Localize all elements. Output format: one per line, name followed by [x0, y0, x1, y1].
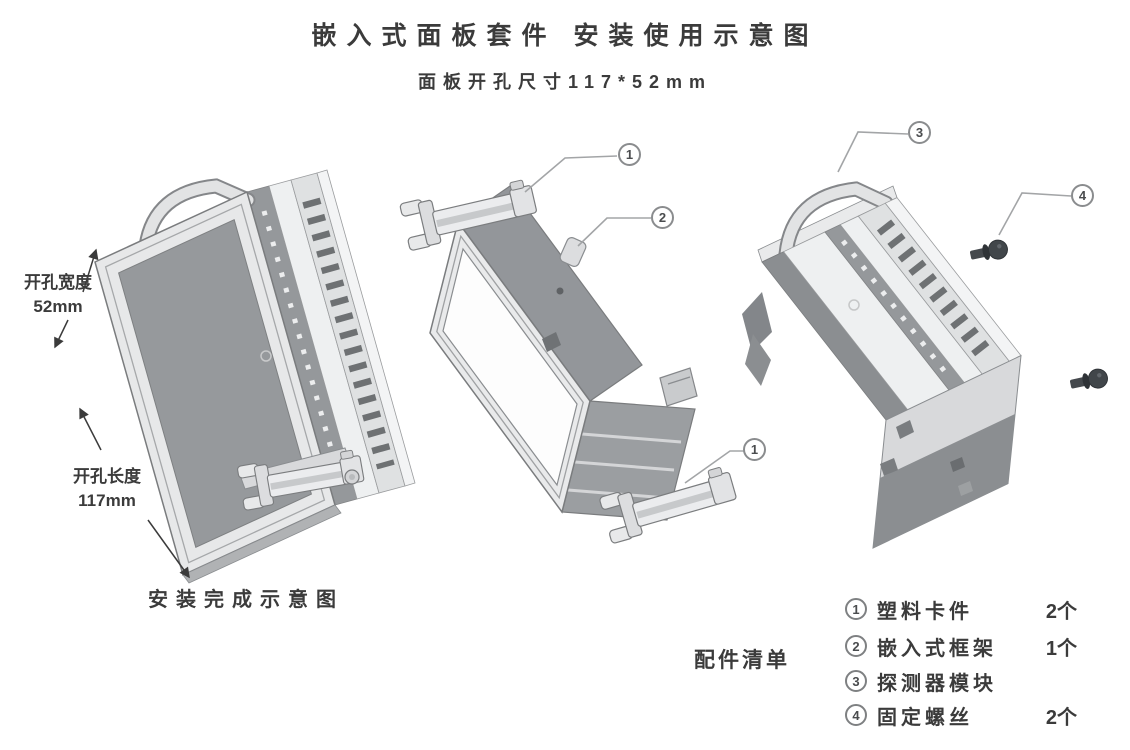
parts-list-row: 4 固定螺丝 2个: [845, 702, 1077, 729]
cutout-width-dimension: 开孔宽度 52mm: [8, 271, 108, 319]
dimension-arrows: [54, 248, 190, 579]
part-quantity: 2个: [1045, 706, 1077, 729]
callout-3-module: 3: [908, 121, 931, 144]
cutout-size-subtitle: 面板开孔尺寸117*52mm: [417, 72, 713, 92]
assembled-view-drawing: [94, 169, 416, 584]
callout-4-screw: 4: [1071, 184, 1094, 207]
parts-list-row: 3 探测器模块: [845, 668, 1077, 695]
part-name: 塑料卡件: [877, 600, 973, 623]
page-title: 嵌入式面板套件 安装使用示意图: [311, 22, 819, 50]
part-name: 嵌入式框架: [877, 637, 997, 660]
frame-bracket: [659, 367, 698, 407]
part-name: 固定螺丝: [877, 706, 973, 729]
part-name: 探测器模块: [877, 672, 997, 695]
cutout-length-dimension: 开孔长度 117mm: [53, 465, 161, 513]
part-number-badge: 4: [845, 704, 867, 726]
part-number-badge: 1: [845, 598, 867, 620]
part-quantity: 1个: [1045, 637, 1077, 660]
parts-list-heading: 配件清单: [694, 649, 790, 672]
screw-icon: [970, 239, 1008, 260]
frame-drawing: [429, 185, 698, 521]
parts-list-row: 1 塑料卡件 2个: [845, 596, 1077, 623]
callout-2-frame: 2: [651, 206, 674, 229]
module-drawing: [742, 181, 1022, 549]
cutout-width-label: 开孔宽度: [24, 273, 92, 292]
leader-lines: [524, 131, 1072, 484]
frame-opening: [442, 247, 578, 487]
part-number-badge: 3: [845, 670, 867, 692]
cutout-length-value: 117mm: [78, 491, 136, 510]
part-number-badge: 2: [845, 635, 867, 657]
part-quantity: 2个: [1045, 600, 1077, 623]
assembled-view-caption: 安装完成示意图: [148, 589, 344, 611]
callout-1-clip-bottom: 1: [743, 438, 766, 461]
callout-1-clip-top: 1: [618, 143, 641, 166]
parts-list-row: 2 嵌入式框架 1个: [845, 633, 1077, 660]
vent-slots-row: [302, 197, 395, 470]
screw-icon: [1070, 368, 1108, 389]
cutout-width-value: 52mm: [33, 297, 83, 316]
cutout-length-label: 开孔长度: [73, 467, 141, 486]
vent-slots-row: [876, 219, 996, 364]
